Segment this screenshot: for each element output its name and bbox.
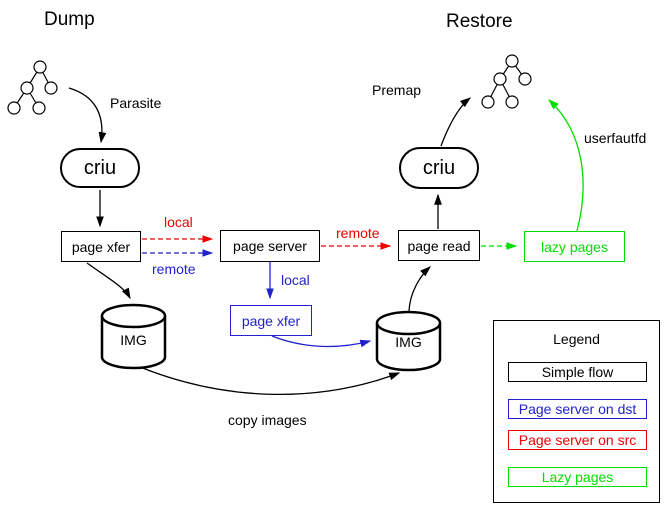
criu-restore-node: criu — [399, 147, 479, 189]
process-tree-restore-icon — [481, 54, 532, 109]
bluexfer-to-img-arrow — [271, 335, 372, 348]
legend-item-page-server-dst: Page server on dst — [508, 399, 647, 419]
copy-images-label: copy images — [228, 412, 307, 428]
userfautfd-arrow — [548, 99, 584, 232]
local-dst-label: local — [281, 272, 310, 288]
legend-box: Legend Simple flow Page server on dst Pa… — [493, 320, 660, 503]
lazy-pages-node: lazy pages — [524, 231, 625, 262]
img-src-label: IMG — [120, 332, 147, 348]
pagexfer-to-img-arrow — [86, 262, 131, 300]
parasite-arrow — [68, 87, 107, 144]
page-read-node: page read — [398, 230, 480, 261]
page-xfer-src-node: page xfer — [61, 231, 141, 262]
criu-dump-node: criu — [60, 148, 140, 188]
copy-images-arrow — [139, 366, 401, 396]
legend-item-simple-flow: Simple flow — [508, 362, 647, 382]
local-src-label: local — [164, 214, 193, 230]
restore-title: Restore — [446, 11, 513, 32]
img-to-pageread-arrow — [408, 266, 431, 312]
img-storage-dst-icon — [375, 310, 442, 372]
page-server-node: page server — [220, 230, 320, 262]
process-tree-dump-icon — [7, 60, 58, 115]
legend-item-page-server-src: Page server on src — [508, 430, 647, 450]
img-storage-src-icon — [100, 303, 167, 370]
legend-item-lazy-pages: Lazy pages — [508, 467, 647, 487]
parasite-label: Parasite — [110, 95, 162, 111]
legend-title: Legend — [553, 331, 600, 347]
remote-mid-label: remote — [336, 225, 380, 241]
img-dst-label: IMG — [395, 334, 422, 350]
premap-arrow — [440, 97, 472, 147]
page-xfer-dst-node: page xfer — [230, 305, 312, 336]
premap-label: Premap — [372, 82, 422, 98]
dump-title: Dump — [44, 9, 95, 30]
userfautfd-label: userfautfd — [584, 130, 647, 146]
remote-src-label: remote — [152, 261, 196, 277]
